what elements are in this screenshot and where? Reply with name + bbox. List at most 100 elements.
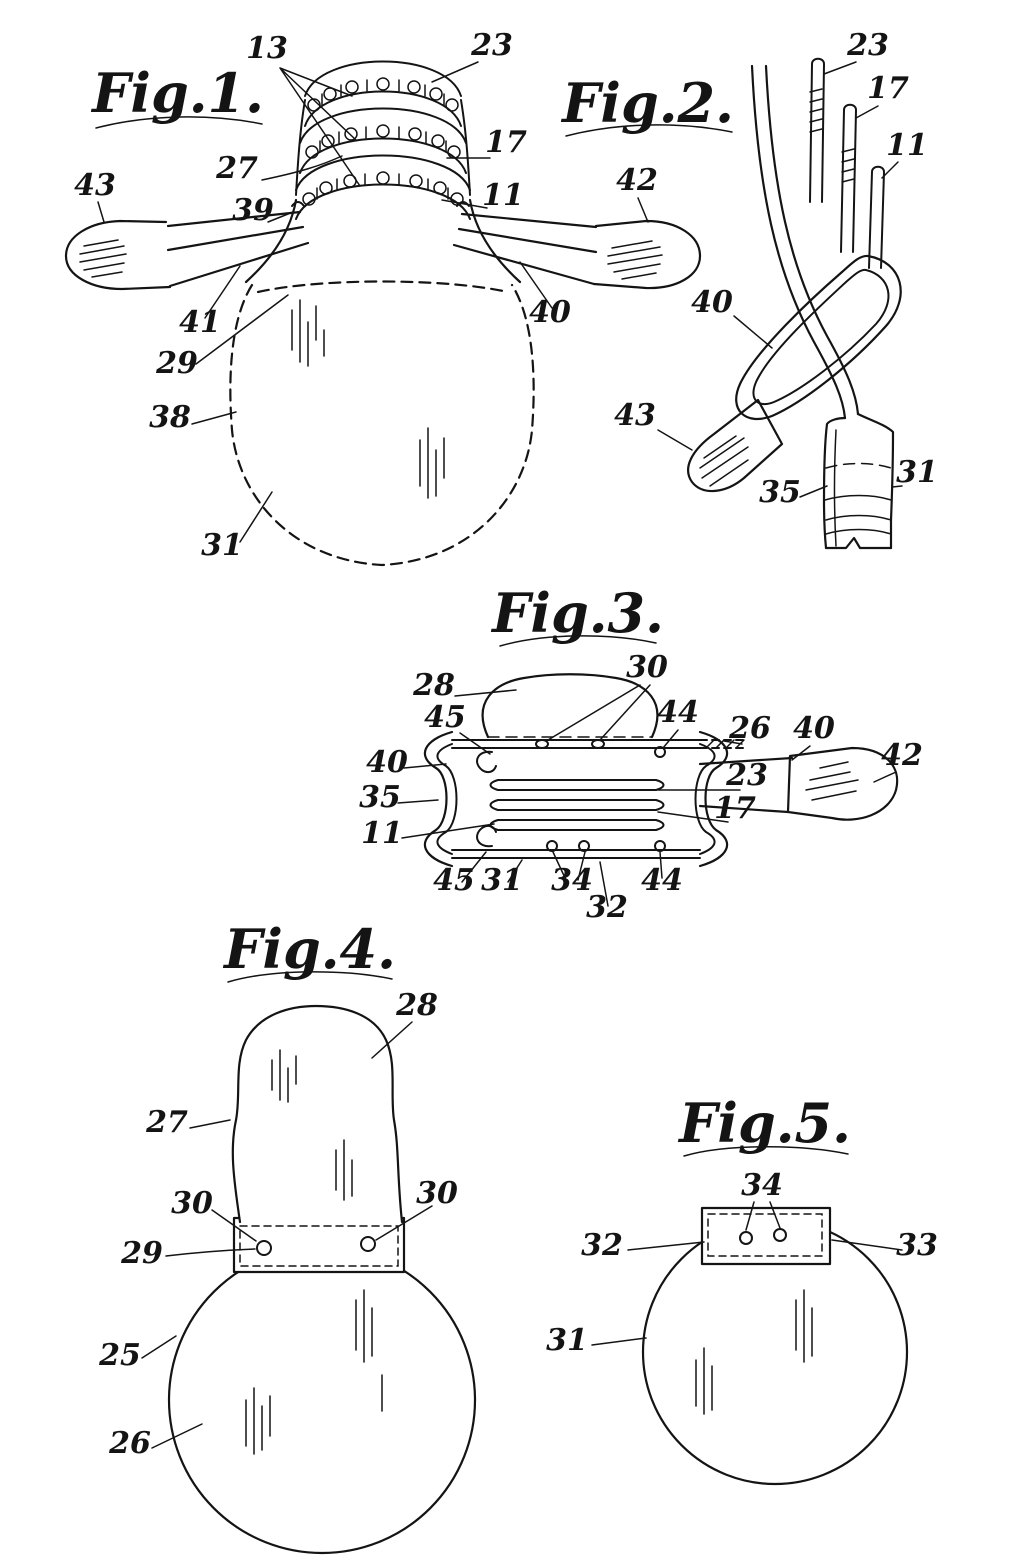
- fig1-ref-41: 41: [179, 305, 221, 340]
- fig2-leader-40: [733, 315, 773, 349]
- fig3-ref-32: 32: [586, 890, 628, 925]
- fig1-puff-body: [229, 283, 535, 567]
- fig3-hole-30-right: [591, 739, 605, 749]
- fig2-puff-edge: [822, 412, 895, 550]
- fig4-ref-26: 26: [108, 1426, 151, 1461]
- fig3-leader-32: [599, 861, 609, 907]
- fig4-plate-dashed: [239, 1225, 399, 1267]
- fig1-ref-29: 29: [155, 346, 198, 381]
- fig1-leader-43: [97, 201, 105, 223]
- fig4-puff-body: [167, 1245, 477, 1555]
- fig3-leader-35: [397, 799, 439, 804]
- fig2-leader-31: [891, 485, 903, 488]
- fig5-title-flourish: [683, 1145, 849, 1157]
- fig1-ref-38: 38: [149, 400, 191, 435]
- fig1-hook-left: [291, 201, 305, 207]
- fig1-tab-42-shading: [607, 240, 663, 280]
- fig2-leader-43: [657, 429, 693, 451]
- fig1-neck-right: [468, 198, 522, 284]
- fig4-title: Fig.4.: [222, 917, 396, 981]
- fig5-title: Fig.5.: [677, 1091, 851, 1155]
- fig3-ref-30: 30: [626, 650, 668, 685]
- fig3-ref-28: 28: [412, 668, 455, 703]
- fig4-handle-28: [231, 1004, 404, 1224]
- fig1-shading-right: [419, 427, 445, 499]
- fig3-strip-stack: [489, 779, 665, 831]
- fig1-leader-40: [519, 261, 553, 309]
- fig3-title-flourish: [499, 635, 657, 647]
- fig3-ref-40b: 40: [793, 711, 835, 746]
- fig2-title-flourish: [565, 124, 733, 137]
- fig3-leader-44a: [662, 729, 679, 749]
- fig4-plate: [232, 1216, 406, 1274]
- fig3-ref-17: 17: [714, 791, 756, 826]
- fig2-ref-35: 35: [759, 475, 801, 510]
- fig1-leader-41: [204, 265, 241, 319]
- fig3-ref-44b: 44: [641, 863, 683, 898]
- fig2-tube-17: [840, 103, 857, 253]
- fig2-loop-outer: [735, 254, 902, 421]
- fig3-flange-left-outer: [423, 730, 454, 868]
- fig4-title-flourish: [227, 971, 393, 983]
- fig5-plate: [700, 1206, 832, 1266]
- fig1-leader-11: [441, 199, 488, 209]
- fig3-knob-28: [481, 673, 659, 739]
- fig3-hole-34-right: [578, 840, 590, 852]
- fig4-rivet-30-right: [360, 1236, 376, 1252]
- fig3-ref-42: 42: [881, 738, 923, 773]
- figure-1: Fig.1.: [64, 28, 702, 567]
- fig5-ref-33: 33: [896, 1228, 938, 1263]
- fig2-ref-11: 11: [886, 128, 928, 163]
- fig5-ref-31: 31: [546, 1323, 588, 1358]
- fig2-tab-43: [687, 398, 784, 493]
- figure-2: Fig.2. 23: [560, 28, 938, 550]
- fig1-right-strap: [452, 212, 702, 290]
- fig3-flange-right-outer: [698, 730, 729, 868]
- fig1-ref-31: 31: [201, 528, 243, 563]
- fig3-leader-30: [547, 684, 651, 741]
- fig2-ref-40: 40: [691, 285, 733, 320]
- fig3-tab-42: [786, 746, 899, 821]
- fig2-leader-17: [855, 105, 879, 119]
- fig3-ref-23: 23: [725, 758, 768, 793]
- fig3-leader-17: [657, 811, 729, 823]
- fig5-body-shading-1: [695, 1347, 713, 1415]
- fig3-leader-40b: [791, 745, 811, 761]
- fig1-leader-29: [195, 294, 289, 365]
- fig3-leader-40a: [403, 763, 447, 769]
- fig1-tab-43-shading: [79, 239, 127, 278]
- fig4-handle-shading-2: [335, 1139, 353, 1201]
- fig1-title: Fig.1.: [90, 61, 264, 125]
- fig1-eyelets-row2: [305, 124, 461, 159]
- fig3-leader-26: [723, 740, 743, 745]
- fig3-hook-45-top: [476, 750, 497, 774]
- figure-4: Fig.4. 28 27 30 30 29 25 26: [98, 917, 477, 1555]
- fig3-leader-11: [401, 823, 495, 839]
- fig2-ref-43: 43: [614, 398, 656, 433]
- fig2-tab-43-shading: [699, 435, 749, 487]
- fig2-leader-23: [823, 61, 857, 75]
- fig1-flap-line: [256, 280, 510, 294]
- fig3-rivet-44-top: [654, 746, 666, 758]
- fig1-ref-13: 13: [246, 31, 288, 66]
- fig3-tab-42-shading: [805, 761, 859, 801]
- fig1-leader-38: [191, 411, 237, 425]
- fig1-ref-17: 17: [485, 125, 527, 160]
- fig2-tube-11: [868, 165, 885, 269]
- fig1-leader-13: [279, 67, 361, 187]
- fig3-leader-31: [507, 859, 523, 883]
- fig1-tab-42: [592, 219, 702, 290]
- fig3-flange-right-inner: [694, 743, 716, 855]
- fig1-ref-43: 43: [74, 168, 116, 203]
- fig1-ref-42: 42: [616, 163, 658, 198]
- fig3-ref-35: 35: [359, 780, 401, 815]
- fig3-leader-44b: [659, 851, 663, 879]
- fig4-ref-25: 25: [98, 1338, 141, 1373]
- fig2-leader-35: [799, 485, 828, 498]
- fig5-ref-34: 34: [741, 1168, 783, 1203]
- fig2-tube-23-shading: [809, 88, 823, 133]
- fig4-body-shading-1: [245, 1387, 271, 1455]
- fig2-tube-23: [809, 57, 825, 203]
- fig4-leader-26: [151, 1423, 203, 1449]
